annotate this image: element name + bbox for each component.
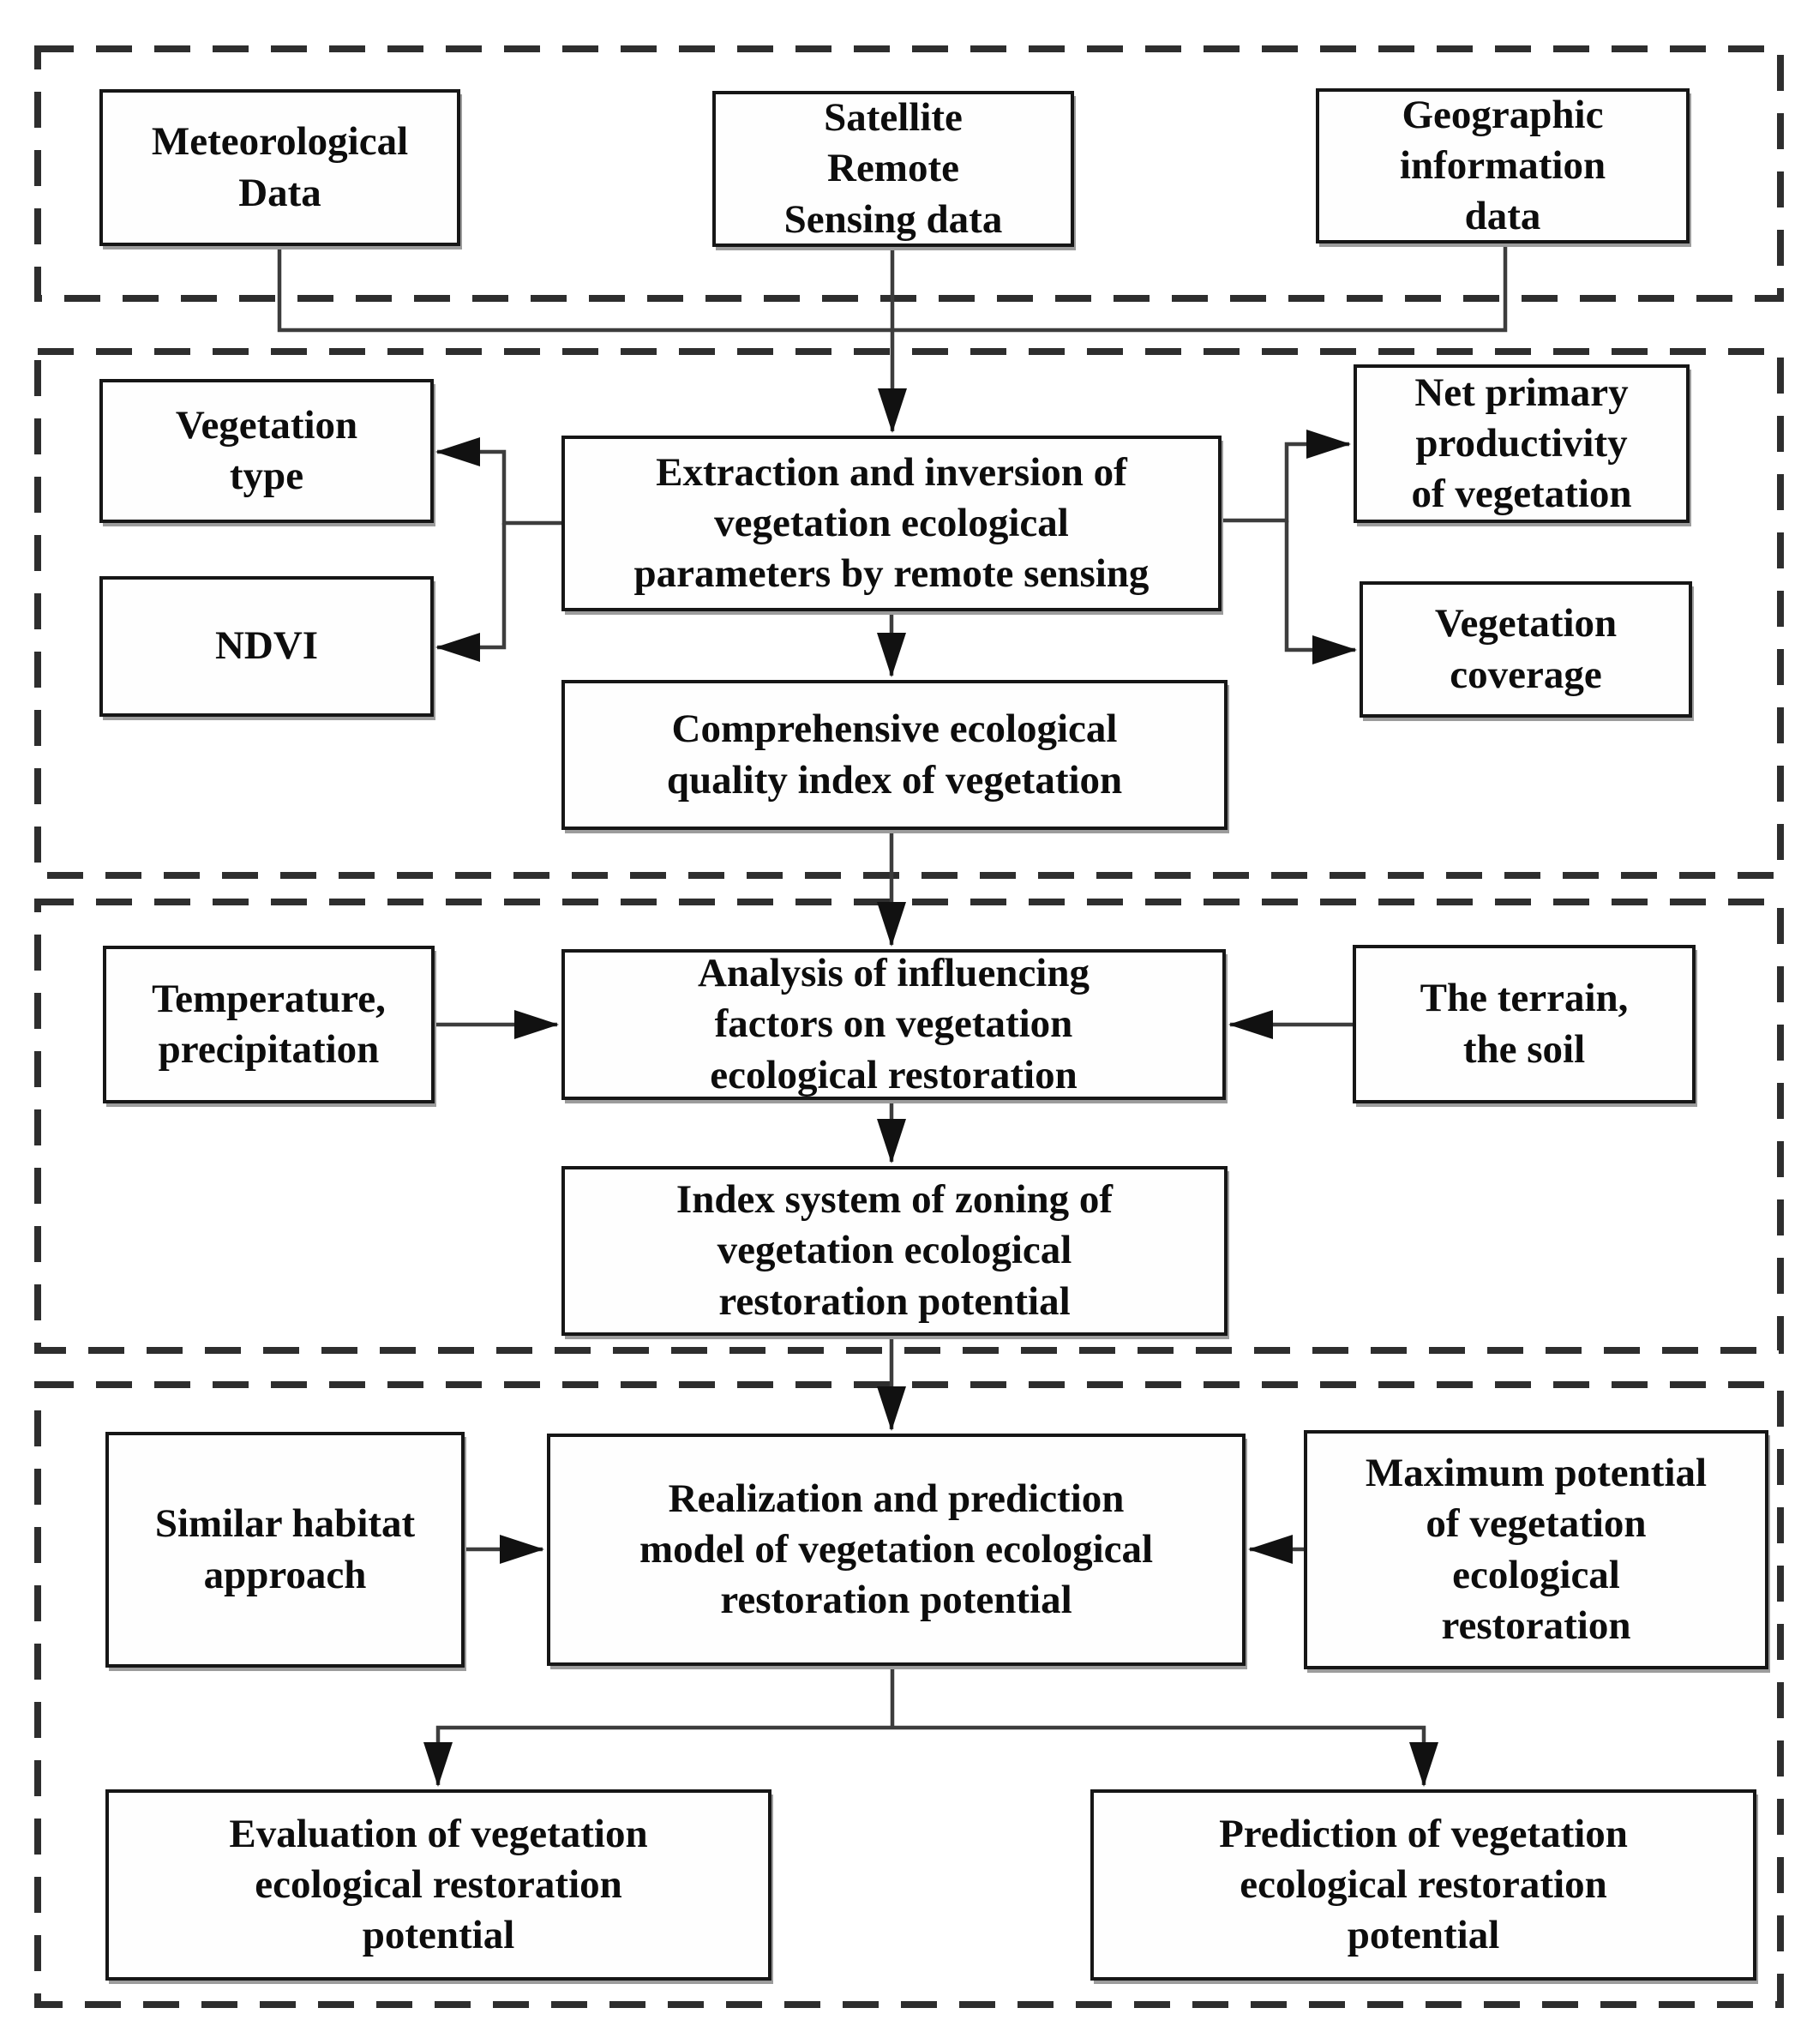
- node-label: Satellite Remote Sensing data: [783, 95, 1003, 242]
- node-label: Prediction of vegetation ecological rest…: [1219, 1811, 1628, 1958]
- node-label: The terrain, the soil: [1420, 976, 1629, 1072]
- node-label: Similar habitat approach: [154, 1501, 416, 1597]
- node-label: Evaluation of vegetation ecological rest…: [229, 1811, 648, 1958]
- node-net-primary-productivity: Net primary productivity of vegetation: [1354, 364, 1690, 523]
- node-vegetation-type: Vegetation type: [99, 379, 434, 523]
- node-label: Temperature, precipitation: [152, 976, 386, 1072]
- node-label: Index system of zoning of vegetation eco…: [675, 1177, 1114, 1324]
- section-border-influencing-factors: [34, 899, 1784, 1354]
- node-similar-habitat-approach: Similar habitat approach: [105, 1432, 465, 1668]
- node-satellite-remote-sensing-data: Satellite Remote Sensing data: [712, 91, 1074, 247]
- node-comprehensive-index: Comprehensive ecological quality index o…: [561, 680, 1228, 830]
- connector-split-to-evaluation: [423, 1725, 892, 1787]
- node-maximum-potential: Maximum potential of vegetation ecologic…: [1304, 1430, 1768, 1669]
- connector-geographic-to-merge: [892, 243, 1508, 333]
- node-evaluation-potential: Evaluation of vegetation ecological rest…: [105, 1789, 771, 1981]
- node-label: Realization and prediction model of vege…: [639, 1476, 1154, 1623]
- node-prediction-potential: Prediction of vegetation ecological rest…: [1090, 1789, 1756, 1981]
- node-meteorological-data: Meteorological Data: [99, 89, 460, 246]
- node-label: Maximum potential of vegetation ecologic…: [1365, 1451, 1708, 1648]
- section-border-restoration-potential-model: [34, 1381, 1784, 2008]
- node-label: NDVI: [214, 623, 319, 669]
- section-border-parameter-extraction: [34, 348, 1784, 879]
- node-label: Meteorological Data: [151, 119, 409, 215]
- node-label: Geographic information data: [1399, 92, 1606, 239]
- connector-extraction-to-net-primary: [1221, 430, 1351, 523]
- node-analysis-influencing-factors: Analysis of influencing factors on veget…: [561, 949, 1226, 1100]
- node-label: Extraction and inversion of vegetation e…: [633, 449, 1150, 597]
- connector-extraction-to-ndvi: [435, 523, 507, 662]
- node-label: Analysis of influencing factors on veget…: [697, 951, 1090, 1097]
- node-extraction-inversion: Extraction and inversion of vegetation e…: [561, 436, 1222, 611]
- connector-split-to-prediction: [892, 1725, 1438, 1787]
- node-ndvi: NDVI: [99, 576, 434, 717]
- node-temperature-precipitation: Temperature, precipitation: [103, 946, 435, 1103]
- connector-meteorological-to-merge: [277, 248, 892, 333]
- node-terrain-soil: The terrain, the soil: [1353, 945, 1696, 1103]
- node-geographic-information-data: Geographic information data: [1316, 88, 1690, 243]
- node-index-system-zoning: Index system of zoning of vegetation eco…: [561, 1166, 1228, 1336]
- section-border-input-data: [34, 45, 1784, 302]
- edges-group: [277, 243, 1508, 1787]
- node-label: Vegetation coverage: [1434, 601, 1618, 697]
- node-vegetation-coverage: Vegetation coverage: [1360, 581, 1692, 718]
- connector-extraction-to-vegetation-type: [435, 437, 561, 526]
- node-label: Net primary productivity of vegetation: [1411, 370, 1632, 517]
- node-label: Comprehensive ecological quality index o…: [666, 706, 1123, 803]
- node-realization-prediction-model: Realization and prediction model of vege…: [547, 1434, 1246, 1666]
- node-label: Vegetation type: [175, 402, 358, 498]
- connector-extraction-to-coverage: [1284, 520, 1357, 664]
